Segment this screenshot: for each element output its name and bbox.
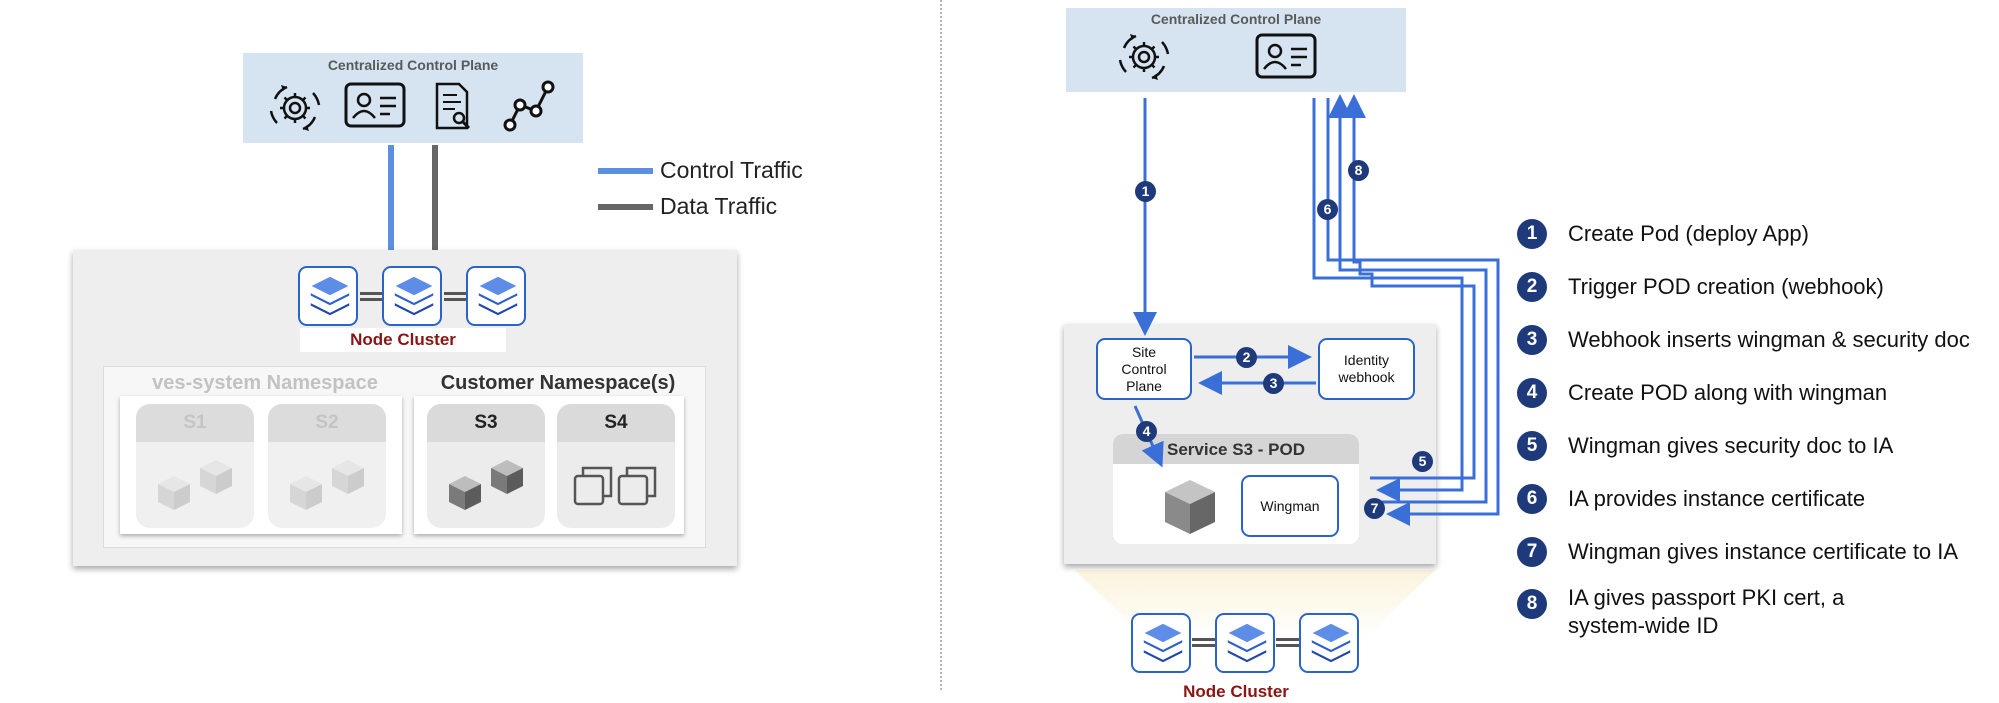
service-s3-label: S3 [427,404,545,442]
badge-7: 7 [1364,498,1385,519]
badge-3: 3 [1263,373,1284,394]
badge-8: 8 [1348,160,1369,181]
data-traffic-line [432,145,438,250]
step-3-number: 3 [1517,325,1547,355]
step-3-text: Webhook inserts wingman & security doc [1568,327,1970,352]
badge-4: 4 [1136,421,1157,442]
right-node-3 [1299,613,1359,673]
service-s3: S3 [427,404,545,528]
node-link-right [444,292,466,301]
service-s4: S4 [557,404,675,528]
step-6-number: 6 [1517,484,1547,514]
document-search-icon [435,82,471,130]
gear-cycle-icon [1118,34,1170,80]
server-stack-icon [476,275,520,317]
step-4-number: 4 [1517,378,1547,408]
pod-title: Service S3 - POD [1167,440,1305,459]
left-node-3 [466,266,526,326]
left-control-plane-title: Centralized Control Plane [327,57,499,73]
left-node-2 [382,266,442,326]
left-node-1 [298,266,358,326]
badge-2: 2 [1236,347,1257,368]
legend-control-swatch [598,168,653,174]
right-node-cluster-label: Node Cluster [1183,682,1289,701]
step-1-text: Create Pod (deploy App) [1568,221,1809,246]
legend-data-label: Data Traffic [660,193,778,219]
service-s4-label: S4 [557,404,675,442]
right-node-link-left [1192,638,1216,647]
server-stack-icon [1309,622,1353,664]
cube-icon [1165,480,1215,534]
id-card-icon [344,82,406,128]
step-2-text: Trigger POD creation (webhook) [1568,274,1884,299]
node-link-left [360,292,382,301]
step-5-text: Wingman gives security doc to IA [1568,433,1894,458]
step-1-number: 1 [1517,219,1547,249]
left-node-label-bg [300,328,506,352]
id-card-icon [1255,33,1317,79]
right-node-link-right [1276,638,1300,647]
step-2-number: 2 [1517,272,1547,302]
service-s2-label: S2 [268,404,386,442]
right-control-plane-title: Centralized Control Plane [1150,11,1322,27]
left-control-plane: Centralized Control Plane [243,53,583,143]
server-stack-icon [1225,622,1269,664]
step-5-number: 5 [1517,431,1547,461]
server-stack-icon [1141,622,1185,664]
step-8-number: 8 [1517,589,1547,619]
step-4-text: Create POD along with wingman [1568,380,1888,405]
server-stack-icon [392,275,436,317]
step-7-number: 7 [1517,537,1547,567]
legend-control-label: Control Traffic [660,157,803,183]
site-control-plane-box: Site Control Plane [1096,338,1192,400]
center-divider [940,0,942,690]
right-node-1 [1131,613,1191,673]
badge-6: 6 [1317,199,1338,220]
service-s2: S2 [268,404,386,528]
squares-icon [573,466,657,506]
service-s1: S1 [136,404,254,528]
right-node-2 [1215,613,1275,673]
arrow-step-6 [1312,98,1464,502]
left-node-cluster-label: Node Cluster [350,330,456,349]
cubes-icon [158,460,232,510]
badge-5: 5 [1412,451,1433,472]
right-control-plane: Centralized Control Plane [1066,8,1406,92]
step-8-text: IA gives passport PKI cert, a system-wid… [1568,585,1845,638]
service-s1-label: S1 [136,404,254,442]
gear-cycle-icon [269,85,321,131]
wingman-box: Wingman [1241,475,1339,537]
identity-webhook-box: Identity webhook [1318,338,1415,400]
arrow-step-5 [1342,94,1476,480]
customer-namespace-title: Customer Namespace(s) [440,372,676,394]
arrow-step-7 [1328,94,1488,504]
cubes-icon [290,460,364,510]
control-traffic-line [388,145,394,250]
step-7-text: Wingman gives instance certificate to IA [1568,539,1959,564]
legend-data-swatch [598,204,653,210]
server-stack-icon [308,275,352,317]
graph-nodes-icon [503,80,555,132]
cubes-icon [449,460,523,510]
badge-1: 1 [1135,181,1156,202]
step-6-text: IA provides instance certificate [1568,486,1866,511]
ves-namespace-title: ves-system Namespace [152,372,378,394]
